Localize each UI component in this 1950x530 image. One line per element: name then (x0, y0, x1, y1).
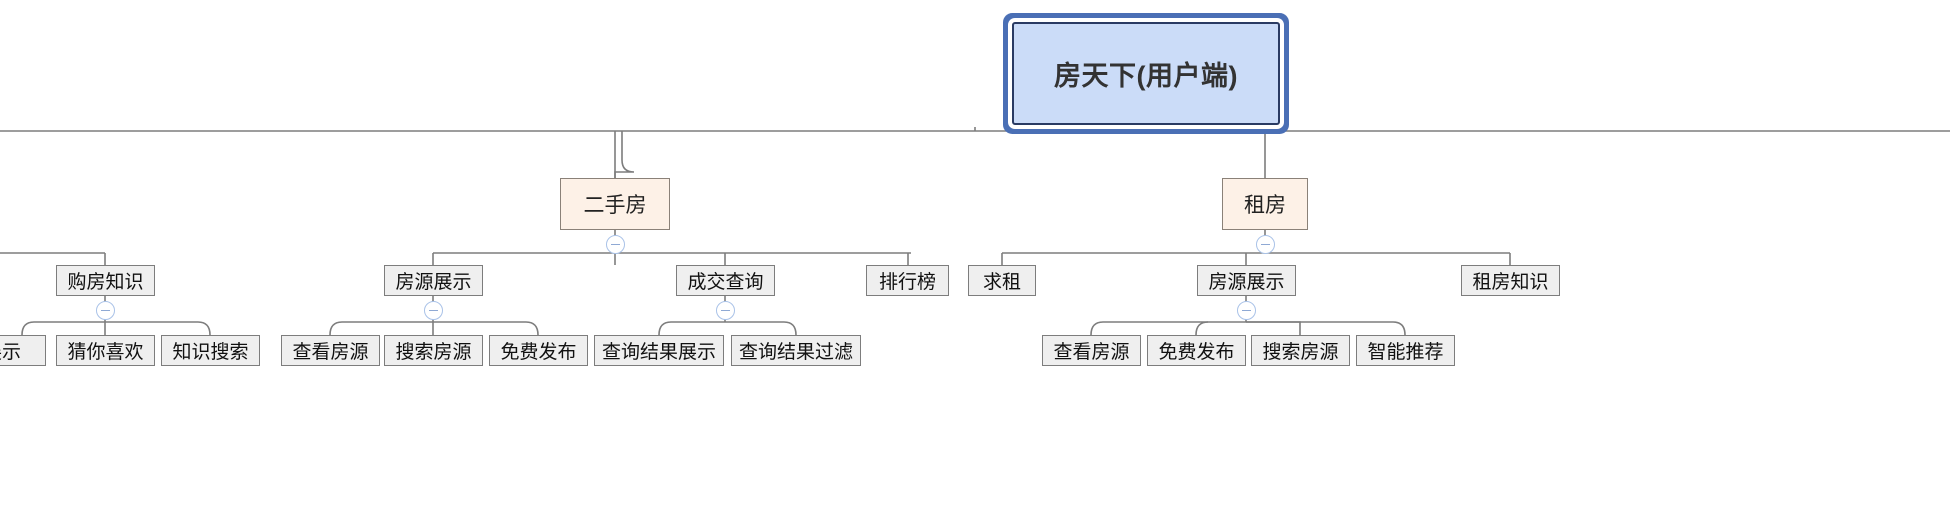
toggle-fangyuan-zhanshi-ershou[interactable] (424, 301, 443, 320)
node-fangyuan-zhanshi-zufang[interactable]: 房源展示 (1197, 265, 1296, 296)
node-chengjiao-chaxun[interactable]: 成交查询 (676, 265, 775, 296)
leaf-chaxun-jieguo-guolv[interactable]: 查询结果过滤 (731, 335, 861, 366)
leaf-zhishi-sousuo[interactable]: 知识搜索 (161, 335, 260, 366)
toggle-fangyuan-zhanshi-zufang[interactable] (1237, 301, 1256, 320)
node-paihangbang[interactable]: 排行榜 (866, 265, 949, 296)
minus-icon (1242, 309, 1251, 312)
toggle-ershoufang[interactable] (606, 235, 625, 254)
leaf-chakan-fangyuan-ershou[interactable]: 查看房源 (281, 335, 380, 366)
minus-icon (429, 309, 438, 312)
leaf-mianfei-fabu-zufang[interactable]: 免费发布 (1147, 335, 1246, 366)
leaf-cainixihuan[interactable]: 猜你喜欢 (56, 335, 155, 366)
minus-icon (1261, 243, 1270, 246)
minus-icon (721, 309, 730, 312)
node-qiuzu[interactable]: 求租 (968, 265, 1036, 296)
minus-icon (101, 309, 110, 312)
leaf-mianfei-fabu-ershou[interactable]: 免费发布 (489, 335, 588, 366)
leaf-sousuo-fangyuan-ershou[interactable]: 搜索房源 (384, 335, 483, 366)
node-ershoufang[interactable]: 二手房 (560, 178, 670, 230)
root-node[interactable]: 房天下(用户端) (1012, 22, 1280, 125)
node-goufang-zhishi[interactable]: 购房知识 (56, 265, 155, 296)
node-zufang[interactable]: 租房 (1222, 178, 1308, 230)
leaf-zhanshi-clipped[interactable]: 展示 (0, 335, 46, 366)
node-zufang-zhishi[interactable]: 租房知识 (1461, 265, 1560, 296)
toggle-chengjiao-chaxun[interactable] (716, 301, 735, 320)
minus-icon (611, 243, 620, 246)
node-fangyuan-zhanshi-ershou[interactable]: 房源展示 (384, 265, 483, 296)
toggle-zufang[interactable] (1256, 235, 1275, 254)
leaf-chakan-fangyuan-zufang[interactable]: 查看房源 (1042, 335, 1141, 366)
toggle-goufang-zhishi[interactable] (96, 301, 115, 320)
leaf-zhineng-tuijian[interactable]: 智能推荐 (1356, 335, 1455, 366)
leaf-chaxun-jieguo-zhanshi[interactable]: 查询结果展示 (594, 335, 724, 366)
leaf-sousuo-fangyuan-zufang[interactable]: 搜索房源 (1251, 335, 1350, 366)
